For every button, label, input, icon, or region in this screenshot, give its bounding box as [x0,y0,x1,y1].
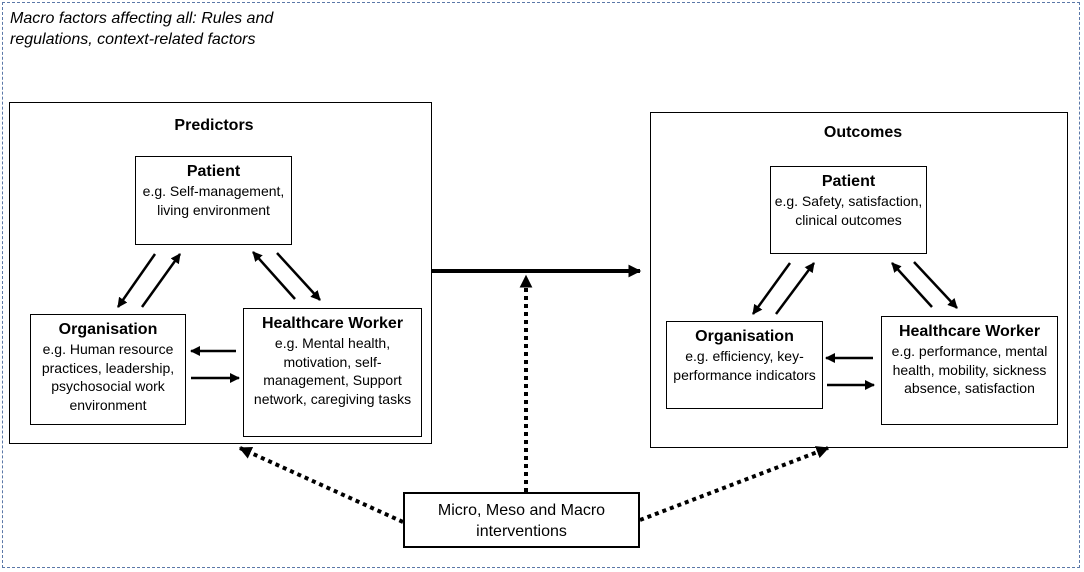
macro-factors-label: Macro factors affecting all: Rules and r… [10,10,274,48]
pred-worker-to-patient-arrow [252,251,296,300]
predictors-title: Predictors [174,117,254,134]
predictors-healthcare-worker-desc: e.g. Mental health, motivation, self-man… [253,335,412,407]
predictors-patient-box: Patient e.g. Self-management, living env… [135,156,292,245]
predictors-organisation-desc: e.g. Human resource practices, leadershi… [41,341,175,413]
outcomes-patient-title: Patient [821,173,876,190]
predictors-healthcare-worker-box: Healthcare Worker e.g. Mental health, mo… [243,308,422,437]
outcomes-patient-desc: e.g. Safety, satisfaction, clinical outc… [774,193,923,228]
interventions-to-outcomes-arrow [639,446,830,522]
outcomes-organisation-desc: e.g. efficiency, key-performance indicat… [673,348,816,383]
out-org-to-patient-arrow [774,262,816,315]
interventions-to-predictors-arrow [238,446,404,524]
outcomes-healthcare-worker-desc: e.g. performance, mental health, mobilit… [891,343,1048,396]
pred-patient-to-worker-arrow [276,252,321,301]
pred-org-to-patient-arrow [140,253,182,308]
predictors-patient-desc: e.g. Self-management, living environment [142,183,285,218]
outcomes-organisation-title: Organisation [695,328,794,345]
outcomes-healthcare-worker-box: Healthcare Worker e.g. performance, ment… [881,316,1058,425]
outcomes-patient-box: Patient e.g. Safety, satisfaction, clini… [770,166,927,254]
outcomes-healthcare-worker-title: Healthcare Worker [898,323,1041,340]
predictors-patient-title: Patient [186,163,241,180]
predictors-organisation-title: Organisation [58,321,158,338]
predictors-organisation-box: Organisation e.g. Human resource practic… [30,314,186,425]
interventions-box: Micro, Meso and Macro interventions [403,492,640,548]
out-patient-to-worker-arrow [913,261,958,309]
predictors-healthcare-worker-title: Healthcare Worker [261,315,404,332]
outcomes-title: Outcomes [823,124,903,141]
pred-patient-to-org-arrow [116,253,157,308]
outcomes-organisation-box: Organisation e.g. efficiency, key-perfor… [666,321,823,409]
out-patient-to-org-arrow [751,262,792,315]
out-worker-to-patient-arrow [891,262,933,308]
